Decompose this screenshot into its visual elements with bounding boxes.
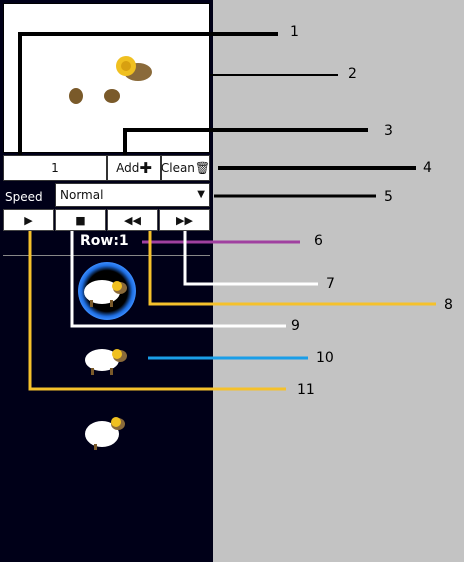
callout-number: 5 — [384, 189, 393, 205]
sheep-leg — [69, 88, 83, 104]
playback-row: ▶ ■ ◀◀ ▶▶ — [3, 209, 210, 231]
add-label: Add — [116, 161, 140, 175]
sheep-item[interactable] — [82, 344, 132, 378]
stop-icon: ■ — [75, 213, 86, 227]
divider — [3, 255, 210, 256]
fast-forward-button[interactable]: ▶▶ — [159, 209, 210, 231]
count-value: 1 — [51, 161, 59, 175]
clean-label: Clean — [160, 161, 195, 175]
plus-icon: ✚ — [139, 159, 152, 177]
callout-number: 7 — [326, 276, 335, 292]
rewind-button[interactable]: ◀◀ — [107, 209, 158, 231]
control-bar: 1 Add✚ Clean🗑 — [3, 155, 210, 181]
speed-row: Speed Normal ▼ — [3, 183, 210, 207]
app-panel: 1 Add✚ Clean🗑 Speed Normal ▼ ▶ ■ ◀◀ ▶▶ R… — [0, 0, 213, 562]
dropdown-arrow-icon: ▼ — [197, 189, 205, 200]
stop-button[interactable]: ■ — [55, 209, 106, 231]
callout-number: 11 — [297, 382, 315, 398]
callout-number: 2 — [348, 66, 357, 82]
callout-number: 1 — [290, 24, 299, 40]
callout-number: 3 — [384, 123, 393, 139]
sheep-item[interactable] — [82, 412, 132, 452]
callout-number: 10 — [316, 350, 334, 366]
play-button[interactable]: ▶ — [3, 209, 54, 231]
play-icon: ▶ — [24, 213, 33, 227]
clean-button[interactable]: Clean🗑 — [161, 155, 210, 181]
callout-number: 6 — [314, 233, 323, 249]
speed-label: Speed — [5, 190, 43, 204]
rewind-icon: ◀◀ — [124, 213, 141, 227]
speed-selected-value: Normal — [60, 188, 104, 202]
trash-icon: 🗑 — [194, 161, 211, 175]
fast-forward-icon: ▶▶ — [176, 213, 193, 227]
add-button[interactable]: Add✚ — [107, 155, 161, 181]
speed-select[interactable]: Normal ▼ — [55, 183, 210, 207]
sheep-selected[interactable] — [80, 274, 134, 310]
sheep-leg — [104, 89, 120, 103]
callout-number: 8 — [444, 297, 453, 313]
count-field[interactable]: 1 — [3, 155, 107, 181]
row-label: Row:1 — [80, 233, 129, 249]
callout-number: 9 — [291, 318, 300, 334]
preview-canvas[interactable] — [3, 3, 210, 153]
callout-number: 4 — [423, 160, 432, 176]
preview-sheep-animation — [69, 56, 152, 104]
